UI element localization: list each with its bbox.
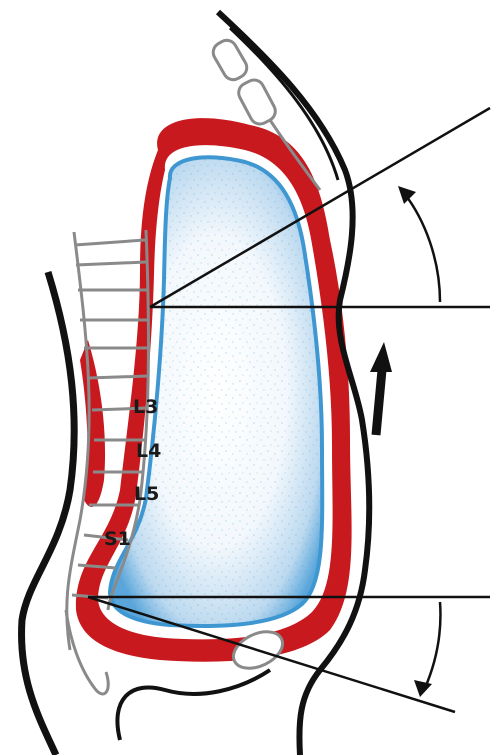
- pelvic-floor: [117, 670, 270, 740]
- upper-angle-arc: [404, 193, 440, 302]
- vertebra-label-l4: L4: [136, 440, 161, 462]
- lower-angle-arc: [425, 602, 440, 688]
- vertebra-label-s1: S1: [104, 528, 131, 550]
- vertebra-label-l3: L3: [133, 396, 158, 418]
- back-body-contour: [22, 272, 75, 755]
- upper-arc-arrowhead: [398, 186, 416, 204]
- back-muscle-strip: [80, 340, 105, 507]
- lower-arc-arrowhead: [414, 680, 432, 697]
- vertebra-label-l5: L5: [134, 483, 159, 505]
- direction-arrow: [370, 342, 392, 435]
